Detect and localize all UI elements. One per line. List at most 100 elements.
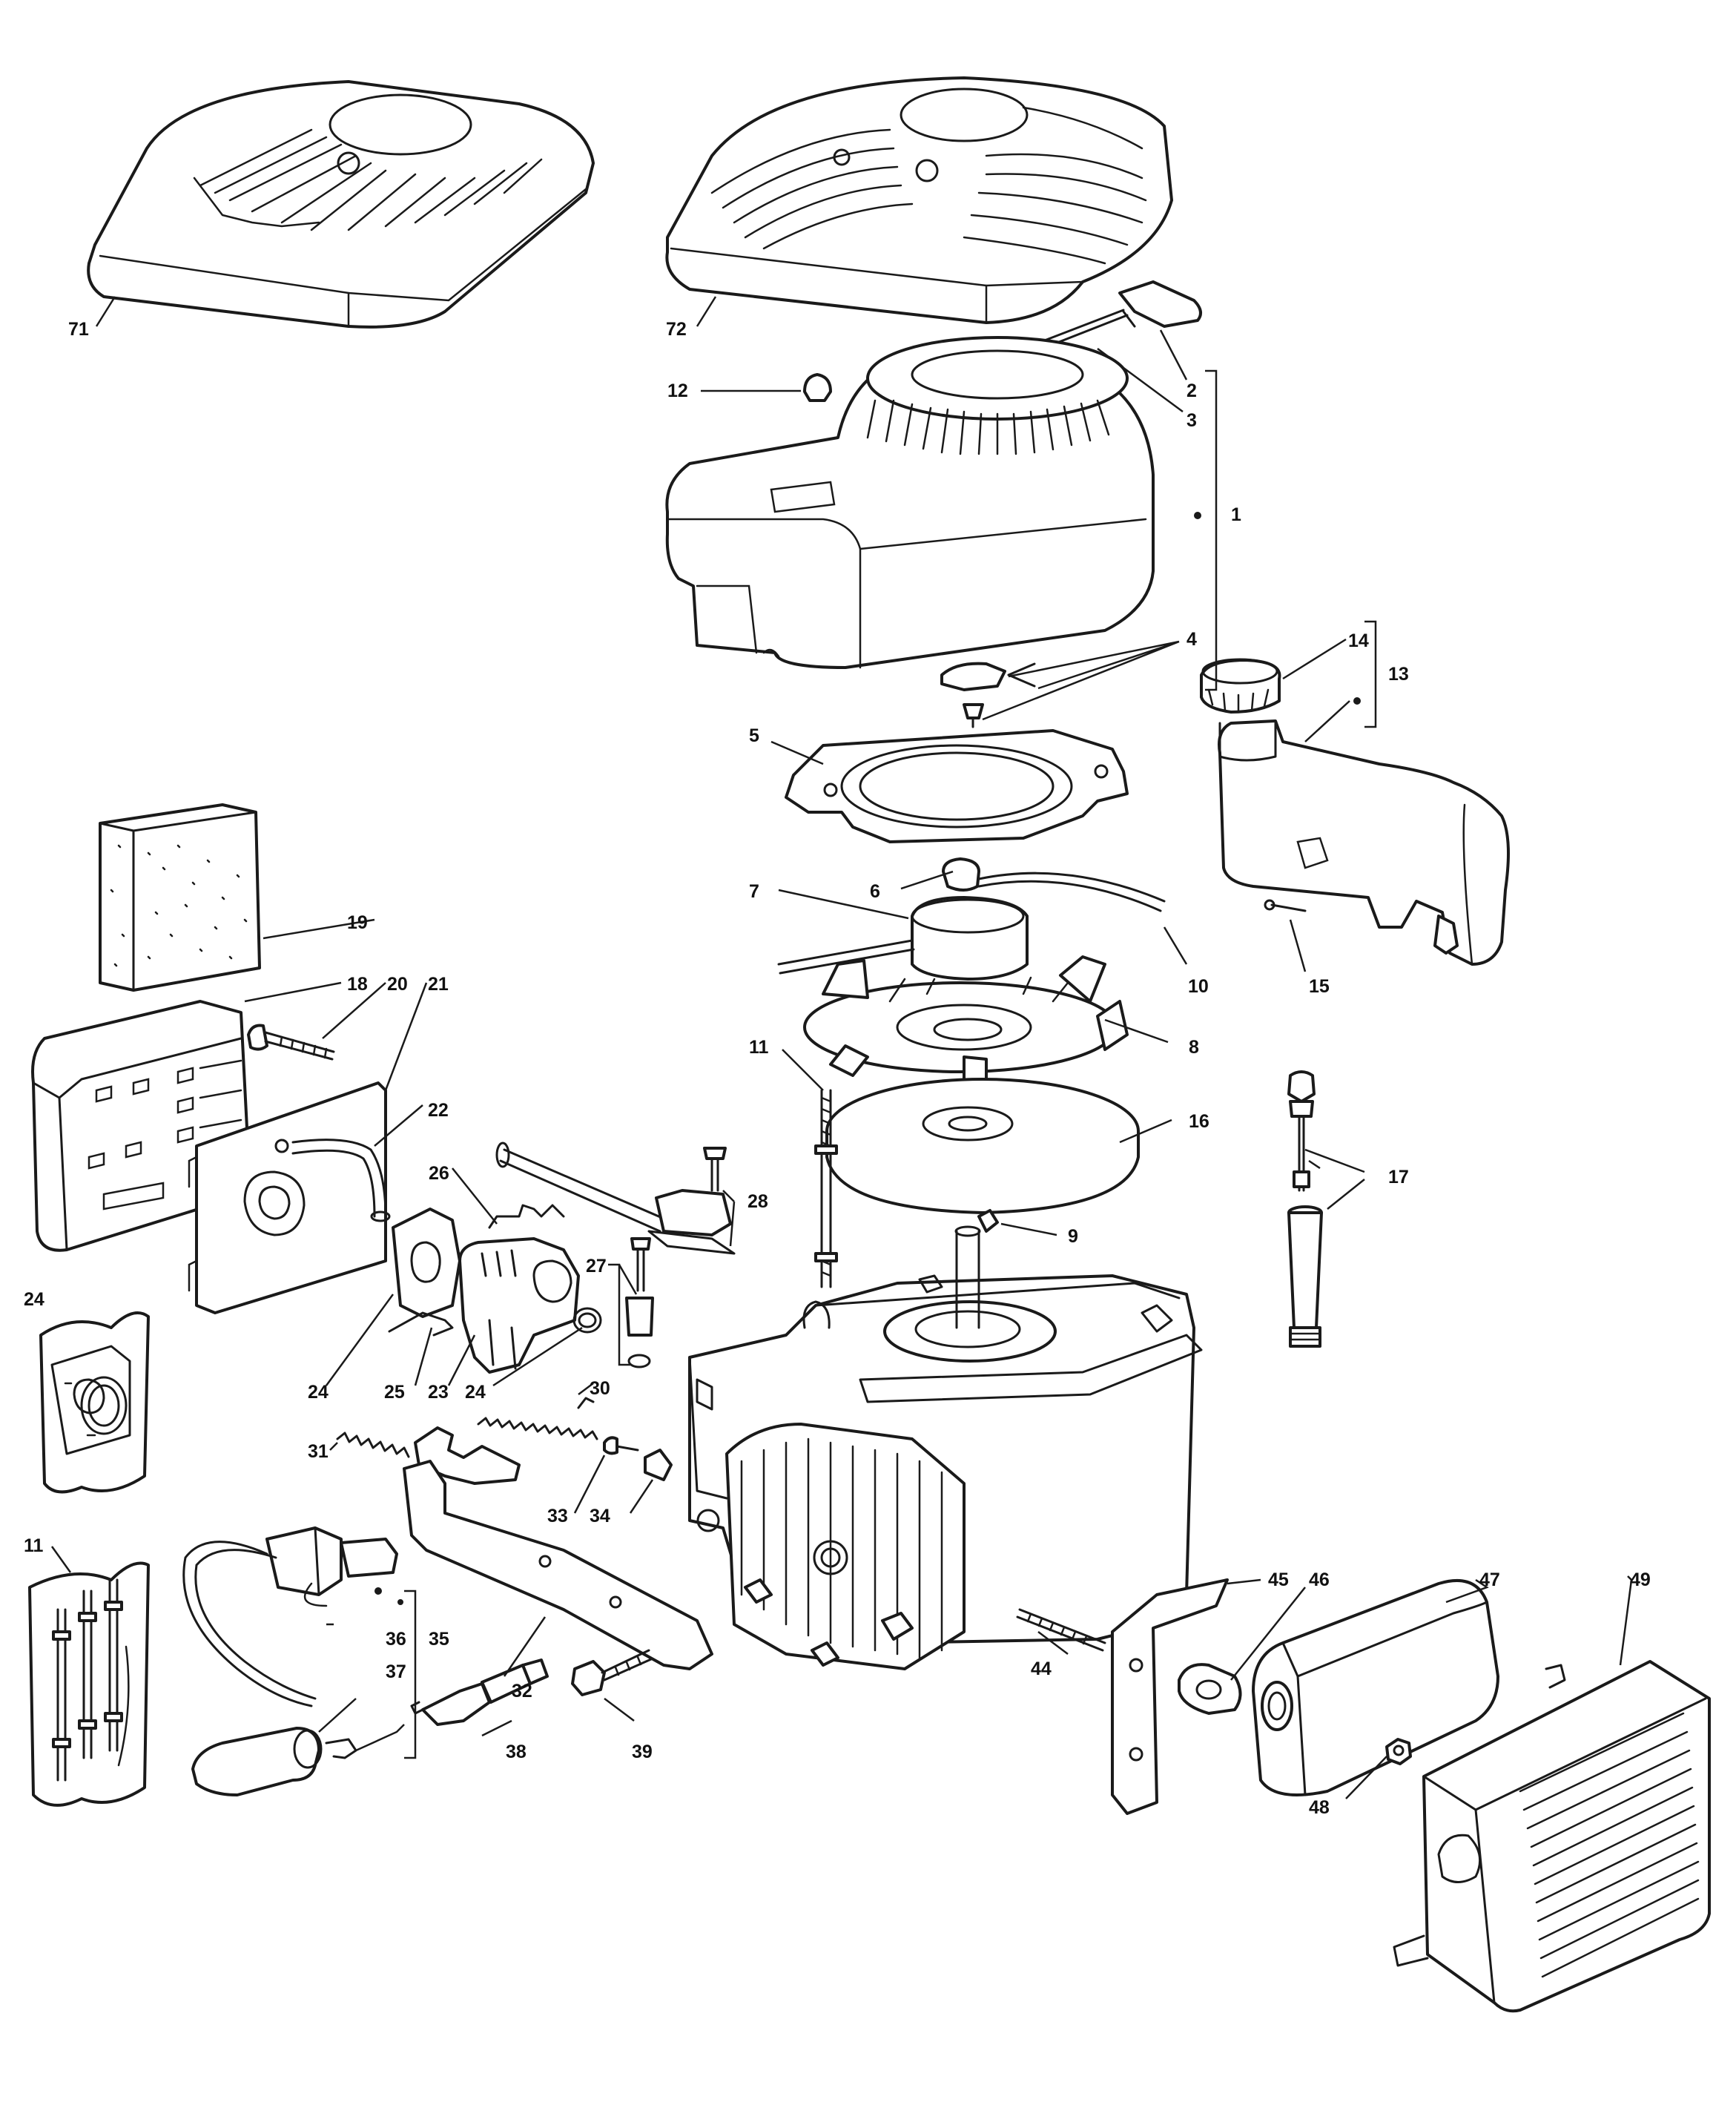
callout-15: 15 xyxy=(1309,976,1330,997)
callout-28: 28 xyxy=(747,1191,768,1212)
part-7-rotating-screen xyxy=(911,896,1029,981)
part-10-cooling-tube xyxy=(777,872,1166,975)
part-12-nut xyxy=(803,373,832,402)
callout-19: 19 xyxy=(347,912,368,933)
callout-24-gasket: 24 xyxy=(308,1382,329,1403)
part-1-blower-housing xyxy=(665,336,1155,669)
part-45-muffler-bracket xyxy=(1111,1578,1229,1815)
callout-49: 49 xyxy=(1630,1569,1651,1590)
callout-12: 12 xyxy=(667,381,688,401)
part-36-spark-plug-boot xyxy=(191,1727,323,1796)
callout-34: 34 xyxy=(590,1506,610,1526)
part-2-starter-handle xyxy=(1118,280,1202,328)
part-46-exhaust-gasket xyxy=(1178,1663,1242,1715)
callout-44: 44 xyxy=(1031,1658,1052,1679)
part-16-flywheel xyxy=(825,1078,1140,1214)
part-27-intake-bolts xyxy=(625,1237,654,1368)
callout-27: 27 xyxy=(586,1256,607,1276)
callout-33: 33 xyxy=(547,1506,568,1526)
part-28-intake-tube xyxy=(495,1142,669,1233)
callout-21: 21 xyxy=(428,974,449,995)
callout-30: 30 xyxy=(590,1378,610,1399)
part-39-bolt xyxy=(571,1649,653,1696)
callout-17: 17 xyxy=(1388,1167,1409,1187)
callout-72: 72 xyxy=(666,319,687,340)
callout-1: 1 xyxy=(1231,504,1241,525)
callout-36: 36 xyxy=(386,1629,406,1650)
callout-2: 2 xyxy=(1187,381,1197,401)
part-11-stud-kit-inset xyxy=(28,1561,150,1807)
callout-32: 32 xyxy=(512,1681,532,1702)
callout-9: 9 xyxy=(1068,1226,1078,1247)
part-18-air-cleaner-cover xyxy=(31,1000,250,1252)
part-44-exhaust-stud xyxy=(1016,1608,1106,1652)
callout-24-inset: 24 xyxy=(24,1289,44,1310)
callout-10: 10 xyxy=(1188,976,1209,997)
part-23-carburetor xyxy=(458,1237,580,1374)
part-31-spring xyxy=(336,1432,410,1458)
part-control-lever xyxy=(414,1426,521,1485)
callout-16: 16 xyxy=(1189,1111,1209,1132)
callout-37: 37 xyxy=(386,1661,406,1682)
part-22-breather-tube xyxy=(291,1139,391,1222)
part-38-spark-plug xyxy=(410,1658,549,1726)
part-72-engine-cover-ribbed xyxy=(665,76,1173,324)
part-4-starter-pawl xyxy=(940,662,1036,728)
callout-11-inset: 11 xyxy=(24,1535,44,1556)
part-14-fuel-cap xyxy=(1200,658,1281,714)
part-19-air-filter-element xyxy=(99,803,261,992)
leader-lines xyxy=(50,296,1633,1799)
callout-22: 22 xyxy=(428,1100,449,1121)
callout-labels: 71 72 12 2 3 1 4 14 13 5 6 7 10 15 19 18… xyxy=(24,319,1651,1818)
part-17-dipstick-tube xyxy=(1287,1205,1323,1348)
part-24-gasket-kit-inset xyxy=(39,1311,150,1494)
engine-cylinder-head xyxy=(725,1423,966,1670)
callout-18: 18 xyxy=(347,974,368,995)
callout-71: 71 xyxy=(68,319,89,340)
callout-7: 7 xyxy=(749,881,759,902)
part-9-flywheel-key xyxy=(977,1209,999,1233)
part-32-governor-bracket xyxy=(403,1460,713,1670)
callout-26: 26 xyxy=(429,1163,449,1184)
callout-20: 20 xyxy=(387,974,408,995)
part-26-choke-link xyxy=(488,1204,565,1229)
part-37-terminal xyxy=(325,1738,357,1759)
callout-13: 13 xyxy=(1388,664,1409,685)
part-13-fuel-tank xyxy=(1218,719,1510,966)
part-33-screw xyxy=(603,1436,639,1455)
part-5-blower-plate xyxy=(785,729,1129,843)
part-25-insulator xyxy=(388,1311,454,1337)
callout-24-oring: 24 xyxy=(465,1382,486,1403)
part-17-dipstick xyxy=(1287,1070,1316,1192)
part-34-clip xyxy=(644,1449,673,1481)
callout-23: 23 xyxy=(428,1382,449,1403)
callout-8: 8 xyxy=(1189,1037,1199,1058)
part-48-muffler-nut xyxy=(1385,1738,1412,1765)
callout-4: 4 xyxy=(1187,629,1197,650)
part-8-cooling-fan xyxy=(803,955,1129,1084)
callout-47: 47 xyxy=(1479,1569,1500,1590)
part-30-governor-spring xyxy=(477,1397,598,1440)
callout-11-top: 11 xyxy=(749,1037,769,1058)
part-6-flywheel-nut xyxy=(942,857,980,892)
callout-46: 46 xyxy=(1309,1569,1330,1590)
callout-31: 31 xyxy=(308,1441,329,1462)
part-24-carb-gasket xyxy=(392,1208,461,1318)
part-49-muffler-guard xyxy=(1393,1660,1711,2013)
callout-25: 25 xyxy=(384,1382,405,1403)
part-47-muffler xyxy=(1252,1578,1499,1796)
callout-39: 39 xyxy=(632,1742,653,1762)
part-24-oring xyxy=(572,1307,602,1334)
part-20-air-cleaner-bolt xyxy=(247,1024,335,1061)
callout-6: 6 xyxy=(870,881,880,902)
callout-48: 48 xyxy=(1309,1797,1330,1818)
part-35-ignition-wire xyxy=(182,1541,328,1707)
callout-3: 3 xyxy=(1187,410,1197,431)
part-11-stud xyxy=(814,1089,838,1288)
callout-14: 14 xyxy=(1348,630,1369,651)
callout-35: 35 xyxy=(429,1629,449,1650)
part-28-intake-manifold xyxy=(647,1147,736,1255)
callout-5: 5 xyxy=(749,725,759,746)
callout-38: 38 xyxy=(506,1742,527,1762)
